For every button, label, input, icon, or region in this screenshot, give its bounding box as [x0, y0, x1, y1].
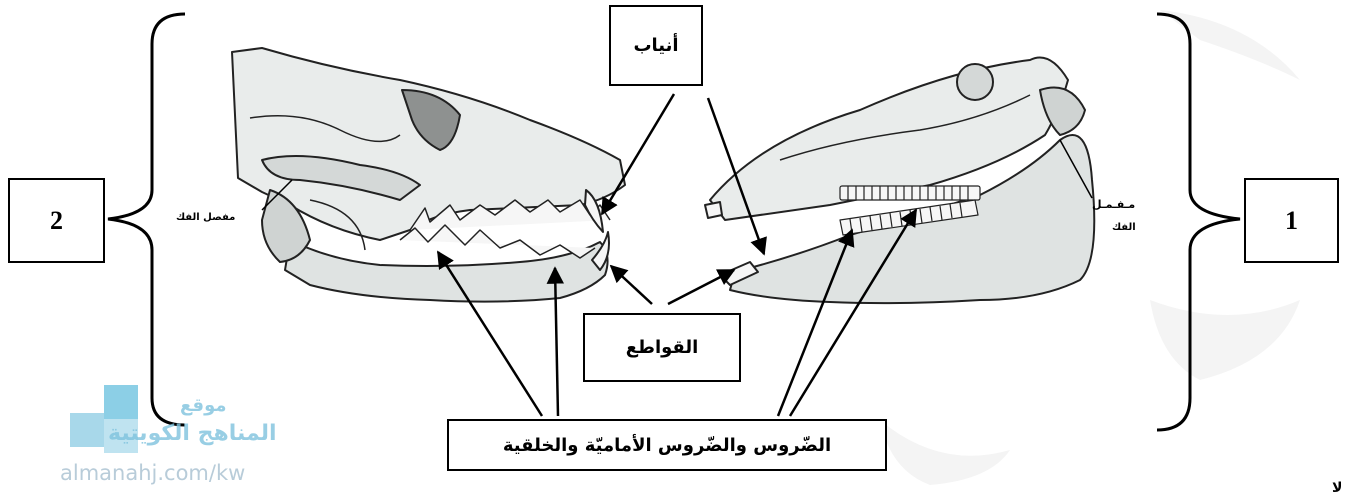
molars-label-box: الضّروس والضّروس الأماميّة والخلقية: [447, 419, 887, 471]
incisors-label-box: القواطع: [583, 313, 741, 382]
jaw-joint-label-right: مـفـمـل: [1092, 198, 1135, 211]
skull-2-number-box: 2: [8, 178, 105, 263]
arrow-incisor-left: [611, 266, 652, 304]
herbivore-skull: [705, 58, 1094, 304]
herbivore-upper-molars: [840, 186, 980, 200]
jaw-joint-label-left: مفصل الفك: [176, 212, 235, 223]
herbivore-upper-incisors: [705, 202, 722, 218]
watermark-line1: موقع: [180, 395, 227, 416]
arrow-canine-left: [602, 94, 674, 214]
watermark-url: almanahj.com/kw: [60, 461, 245, 485]
carnivore-skull: [232, 48, 625, 302]
watermark-line2: المناهج الكويتية: [108, 421, 277, 446]
site-watermark: موقع المناهج الكويتية almanahj.com/kw: [60, 385, 295, 499]
herbivore-eye-socket: [957, 64, 993, 100]
corner-mark: لا: [1332, 480, 1342, 496]
arrow-incisor-right: [668, 270, 734, 304]
carnivore-lower-teeth: [400, 225, 595, 258]
jaw-joint-label-right-sub: الفك: [1112, 222, 1136, 233]
carnivore-lower-jaw: [285, 240, 608, 302]
left-bracket: [108, 14, 185, 425]
canines-label-box: أنياب: [609, 5, 703, 86]
skull-1-number-box: 1: [1244, 178, 1339, 263]
